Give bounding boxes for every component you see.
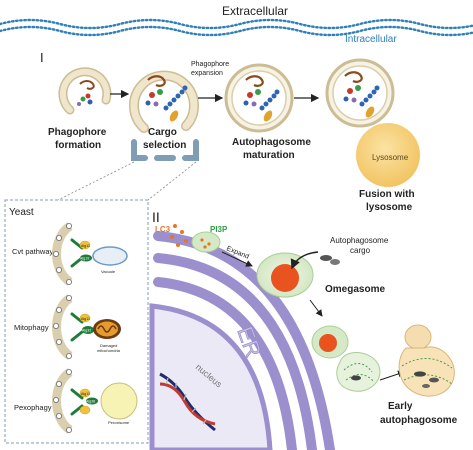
cvt-pathway-illustration [52, 222, 128, 286]
damaged-mitochondria-label-2: mitochondria [97, 348, 121, 353]
cargo-selection-label-1: Cargo [148, 127, 177, 138]
cvt-pathway-label: Cvt pathway [12, 247, 54, 256]
panel-one-label: I [40, 50, 44, 65]
dna-icon [159, 372, 216, 432]
pexophagy-illustration [52, 368, 138, 434]
mitophagy-label: Mitophagy [14, 323, 49, 332]
omegasome-label: Omegasome [325, 284, 385, 295]
plasma-membrane [0, 18, 473, 37]
mito-atg32: Atg32 [82, 329, 91, 333]
phagophore-expansion-label-2: expansion [191, 70, 223, 77]
pexo-atg36: Atg36 [86, 400, 95, 404]
autophagosome-maturation-label-2: maturation [243, 150, 295, 161]
cargo-icon [320, 255, 340, 265]
zoom-line-right [147, 161, 197, 201]
vacuole-label: Vacuole [101, 269, 116, 274]
cargo-selection-bracket [131, 139, 199, 161]
expand-arrow [221, 251, 253, 267]
lysosome-label: Lysosome [372, 153, 409, 162]
lc3-dots [170, 224, 188, 247]
phagophore-expansion [129, 70, 199, 133]
autolysosome [325, 58, 420, 187]
cargo-selection-label-2: selection [143, 140, 186, 151]
phagophore-expansion-label-1: Phagophore [191, 61, 229, 68]
mitophagy-illustration [52, 294, 121, 360]
phagophore-formation-label-1: Phagophore [48, 127, 107, 138]
autophagosome-maturation-label-1: Autophagosome [232, 137, 311, 148]
nuclear-envelope [149, 303, 273, 450]
fusion-label-1: Fusion with [359, 189, 415, 200]
pexophagy-label: Pexophagy [14, 403, 52, 412]
early-autophagosome-label-2: autophagosome [380, 415, 458, 426]
pi3p-label: PI3P [210, 225, 228, 234]
yeast-title: Yeast [9, 207, 34, 218]
fusion-label-2: lysosome [366, 202, 413, 213]
zoom-line-left [57, 161, 135, 201]
autophagosome-maturation [224, 63, 294, 133]
pi3p-vesicle [191, 231, 221, 253]
pexo-atg11: Atg11 [81, 392, 90, 396]
cvt-atg11: Atg11 [81, 244, 90, 248]
early-autophagosome-label-1: Early [388, 401, 413, 412]
arrow-omegasome [309, 299, 323, 317]
omegasome [256, 251, 319, 298]
cvt-atg19: Atg19 [80, 257, 89, 261]
phagophore-small [58, 67, 112, 115]
damaged-mitochondria-label-1: Damaged [100, 343, 117, 348]
extracellular-label: Extracellular [222, 4, 288, 18]
mito-atg11: Atg11 [81, 317, 90, 321]
pi3p-vesicle-dots [200, 238, 211, 249]
autophagosome-cargo-label-2: cargo [350, 246, 371, 255]
early-autophagosome [398, 324, 455, 397]
lc3-label: LC3 [155, 225, 171, 234]
intracellular-label: Intracellular [345, 34, 397, 45]
autophagosome-cargo-label-1: Autophagosome [330, 236, 389, 245]
peroxisome-label: Peroxisome [108, 420, 130, 425]
panel-two-label: II [152, 209, 160, 225]
budding-phagophore [311, 325, 381, 392]
phagophore-formation-label-2: formation [55, 140, 101, 151]
